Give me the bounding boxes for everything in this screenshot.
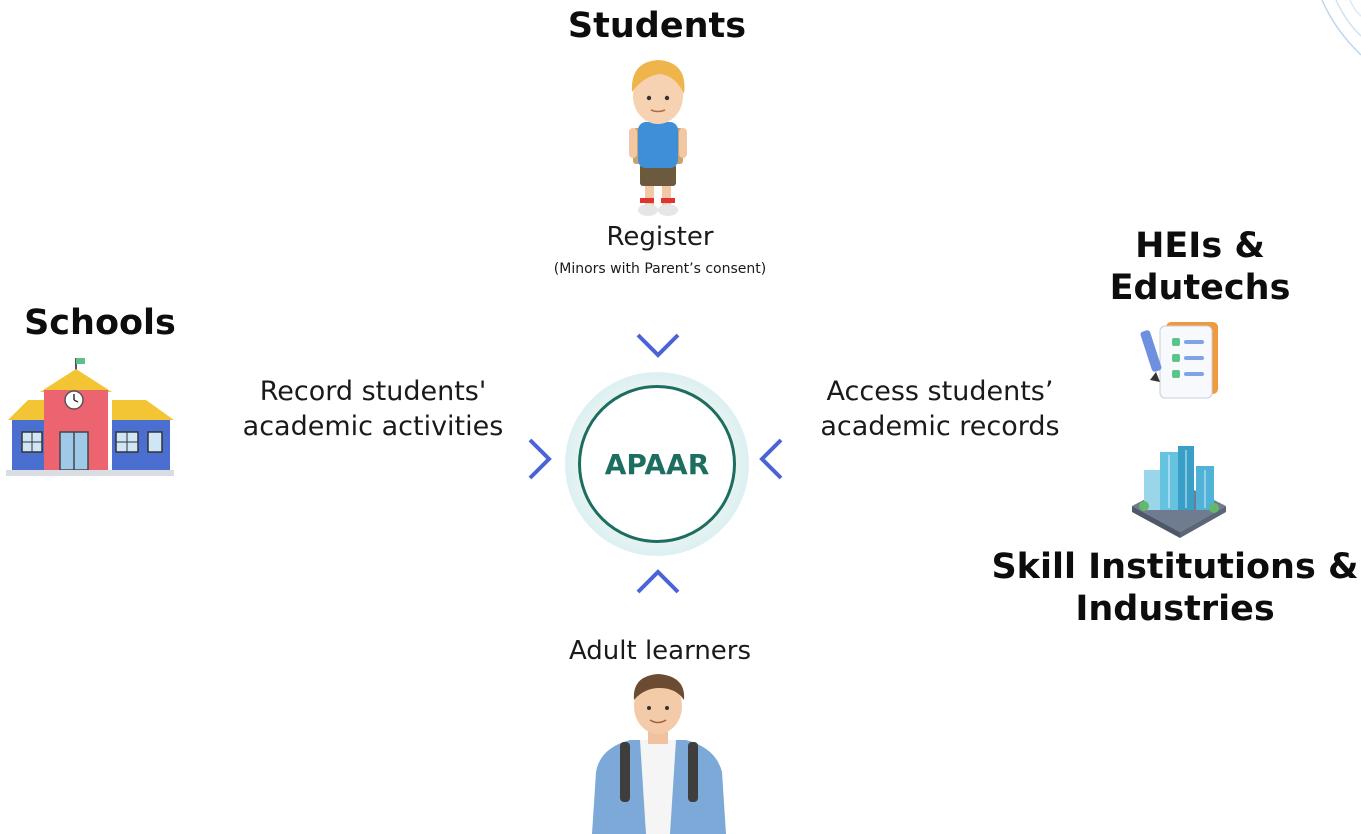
arrow-students-to-apaar <box>636 291 680 358</box>
access-label-line2: academic records <box>820 411 1060 442</box>
apaar-label: APAAR <box>604 447 710 481</box>
arrow-schools-to-apaar <box>214 438 552 480</box>
arrow-heis-to-apaar <box>759 438 1097 480</box>
apaar-node: APAAR <box>578 385 736 543</box>
schools-title: Schools <box>24 303 176 343</box>
register-note: (Minors with Parent’s consent) <box>553 261 767 277</box>
access-label-line1: Access students’ <box>826 376 1054 407</box>
record-label-line1: Record students' <box>259 376 487 407</box>
skill-title-line1: Skill Institutions & <box>991 547 1359 587</box>
skill-title-line2: Industries <box>1075 589 1275 629</box>
skill-title: Skill Institutions & Industries <box>990 546 1360 630</box>
heis-title-line1: HEIs & <box>1135 226 1265 266</box>
heis-title: HEIs & Edutechs <box>1090 225 1310 309</box>
adult-learners-label: Adult learners <box>568 636 752 666</box>
students-title: Students <box>567 6 747 46</box>
register-label: Register <box>606 222 714 252</box>
record-label-line2: academic activities <box>242 411 504 442</box>
arrow-adult-to-apaar <box>636 569 680 630</box>
heis-title-line2: Edutechs <box>1109 268 1291 308</box>
record-label: Record students' academic activities <box>208 374 538 444</box>
access-label: Access students’ academic records <box>790 374 1090 444</box>
